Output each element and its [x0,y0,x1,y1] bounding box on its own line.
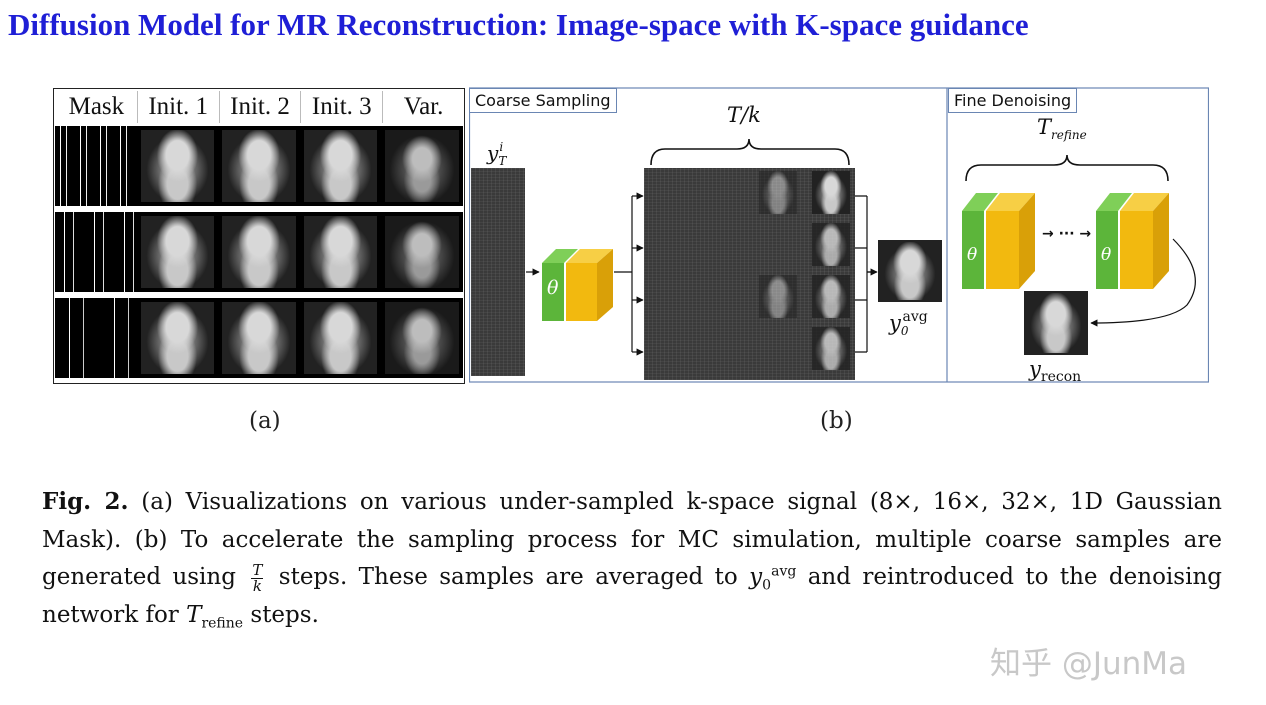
col-header-init1: Init. 1 [138,91,220,123]
fine-denoising-title: Fine Denoising [948,88,1078,113]
ellipsis-arrows: → ··· → [1042,226,1092,242]
variance-image [381,126,463,206]
col-header-init3: Init. 3 [301,91,384,123]
theta-label-fine-1: θ [967,245,978,265]
panel-b-diagram: Coarse Sampling Fine Denoising yTi θ T/k… [469,85,1209,385]
label-T-refine: Trefine [1037,115,1087,142]
brace-T-over-k [650,138,850,166]
recon-image [1024,291,1088,355]
averaged-image [878,240,942,302]
sublabel-a: (a) [249,408,281,434]
label-y-recon: yrecon [1029,357,1082,385]
grid-row-3 [55,298,463,378]
variance-image [381,298,463,378]
theta-label-coarse: θ [547,277,559,299]
theta-block-coarse [542,249,613,321]
col-header-var: Var. [403,93,444,120]
mri-image [137,126,219,206]
diagram-svg [469,87,1209,383]
mask-image [55,126,137,206]
caption-part-3: and reintroduced to the denoising networ… [42,564,1222,628]
mri-image [300,212,382,292]
theta-block-fine-1 [962,193,1035,289]
mri-image [137,298,219,378]
caption-part-4: steps. [243,601,319,628]
mri-image [218,298,300,378]
fan-in-lines [855,195,875,353]
panel-a-grid: Mask Init. 1 Init. 2 Init. 3 Var. [53,88,465,384]
label-y0-avg: y0avg [889,309,928,338]
label-y-T-i: yTi [487,140,507,168]
grid-row-1 [55,126,463,206]
label-T-over-k: T/k [727,103,761,127]
mask-image [55,212,137,292]
caption-part-2: steps. These samples are averaged to [267,564,750,590]
column-headers: Mask Init. 1 Init. 2 Init. 3 Var. [56,91,464,123]
mri-image [137,212,219,292]
mri-image [218,126,300,206]
coarse-samples-stack [644,168,855,380]
theta-block-fine-2 [1096,193,1169,289]
mri-image [218,212,300,292]
mri-image [300,298,382,378]
variance-image [381,212,463,292]
col-header-mask: Mask [56,91,138,123]
grid-row-2 [55,212,463,292]
fan-out-lines [614,196,633,352]
theta-label-fine-2: θ [1101,245,1112,265]
caption-part-1: (a) Visualizations on various under-samp… [42,489,1222,590]
brace-T-refine [965,154,1169,182]
noise-image [471,168,525,376]
sublabel-b: (b) [820,408,853,434]
figure-caption: Fig. 2. (a) Visualizations on various un… [42,488,1222,632]
arrow-to-recon [1090,238,1196,327]
page-title: Diffusion Model for MR Reconstruction: I… [8,7,1029,42]
panel-b-border [469,87,1209,383]
col-header-init2: Init. 2 [220,91,302,123]
mask-image [55,298,137,378]
mri-image [300,126,382,206]
watermark: 知乎 @JunMa [990,646,1188,682]
coarse-sampling-title: Coarse Sampling [469,88,617,113]
caption-fig-label: Fig. 2. [42,488,129,515]
